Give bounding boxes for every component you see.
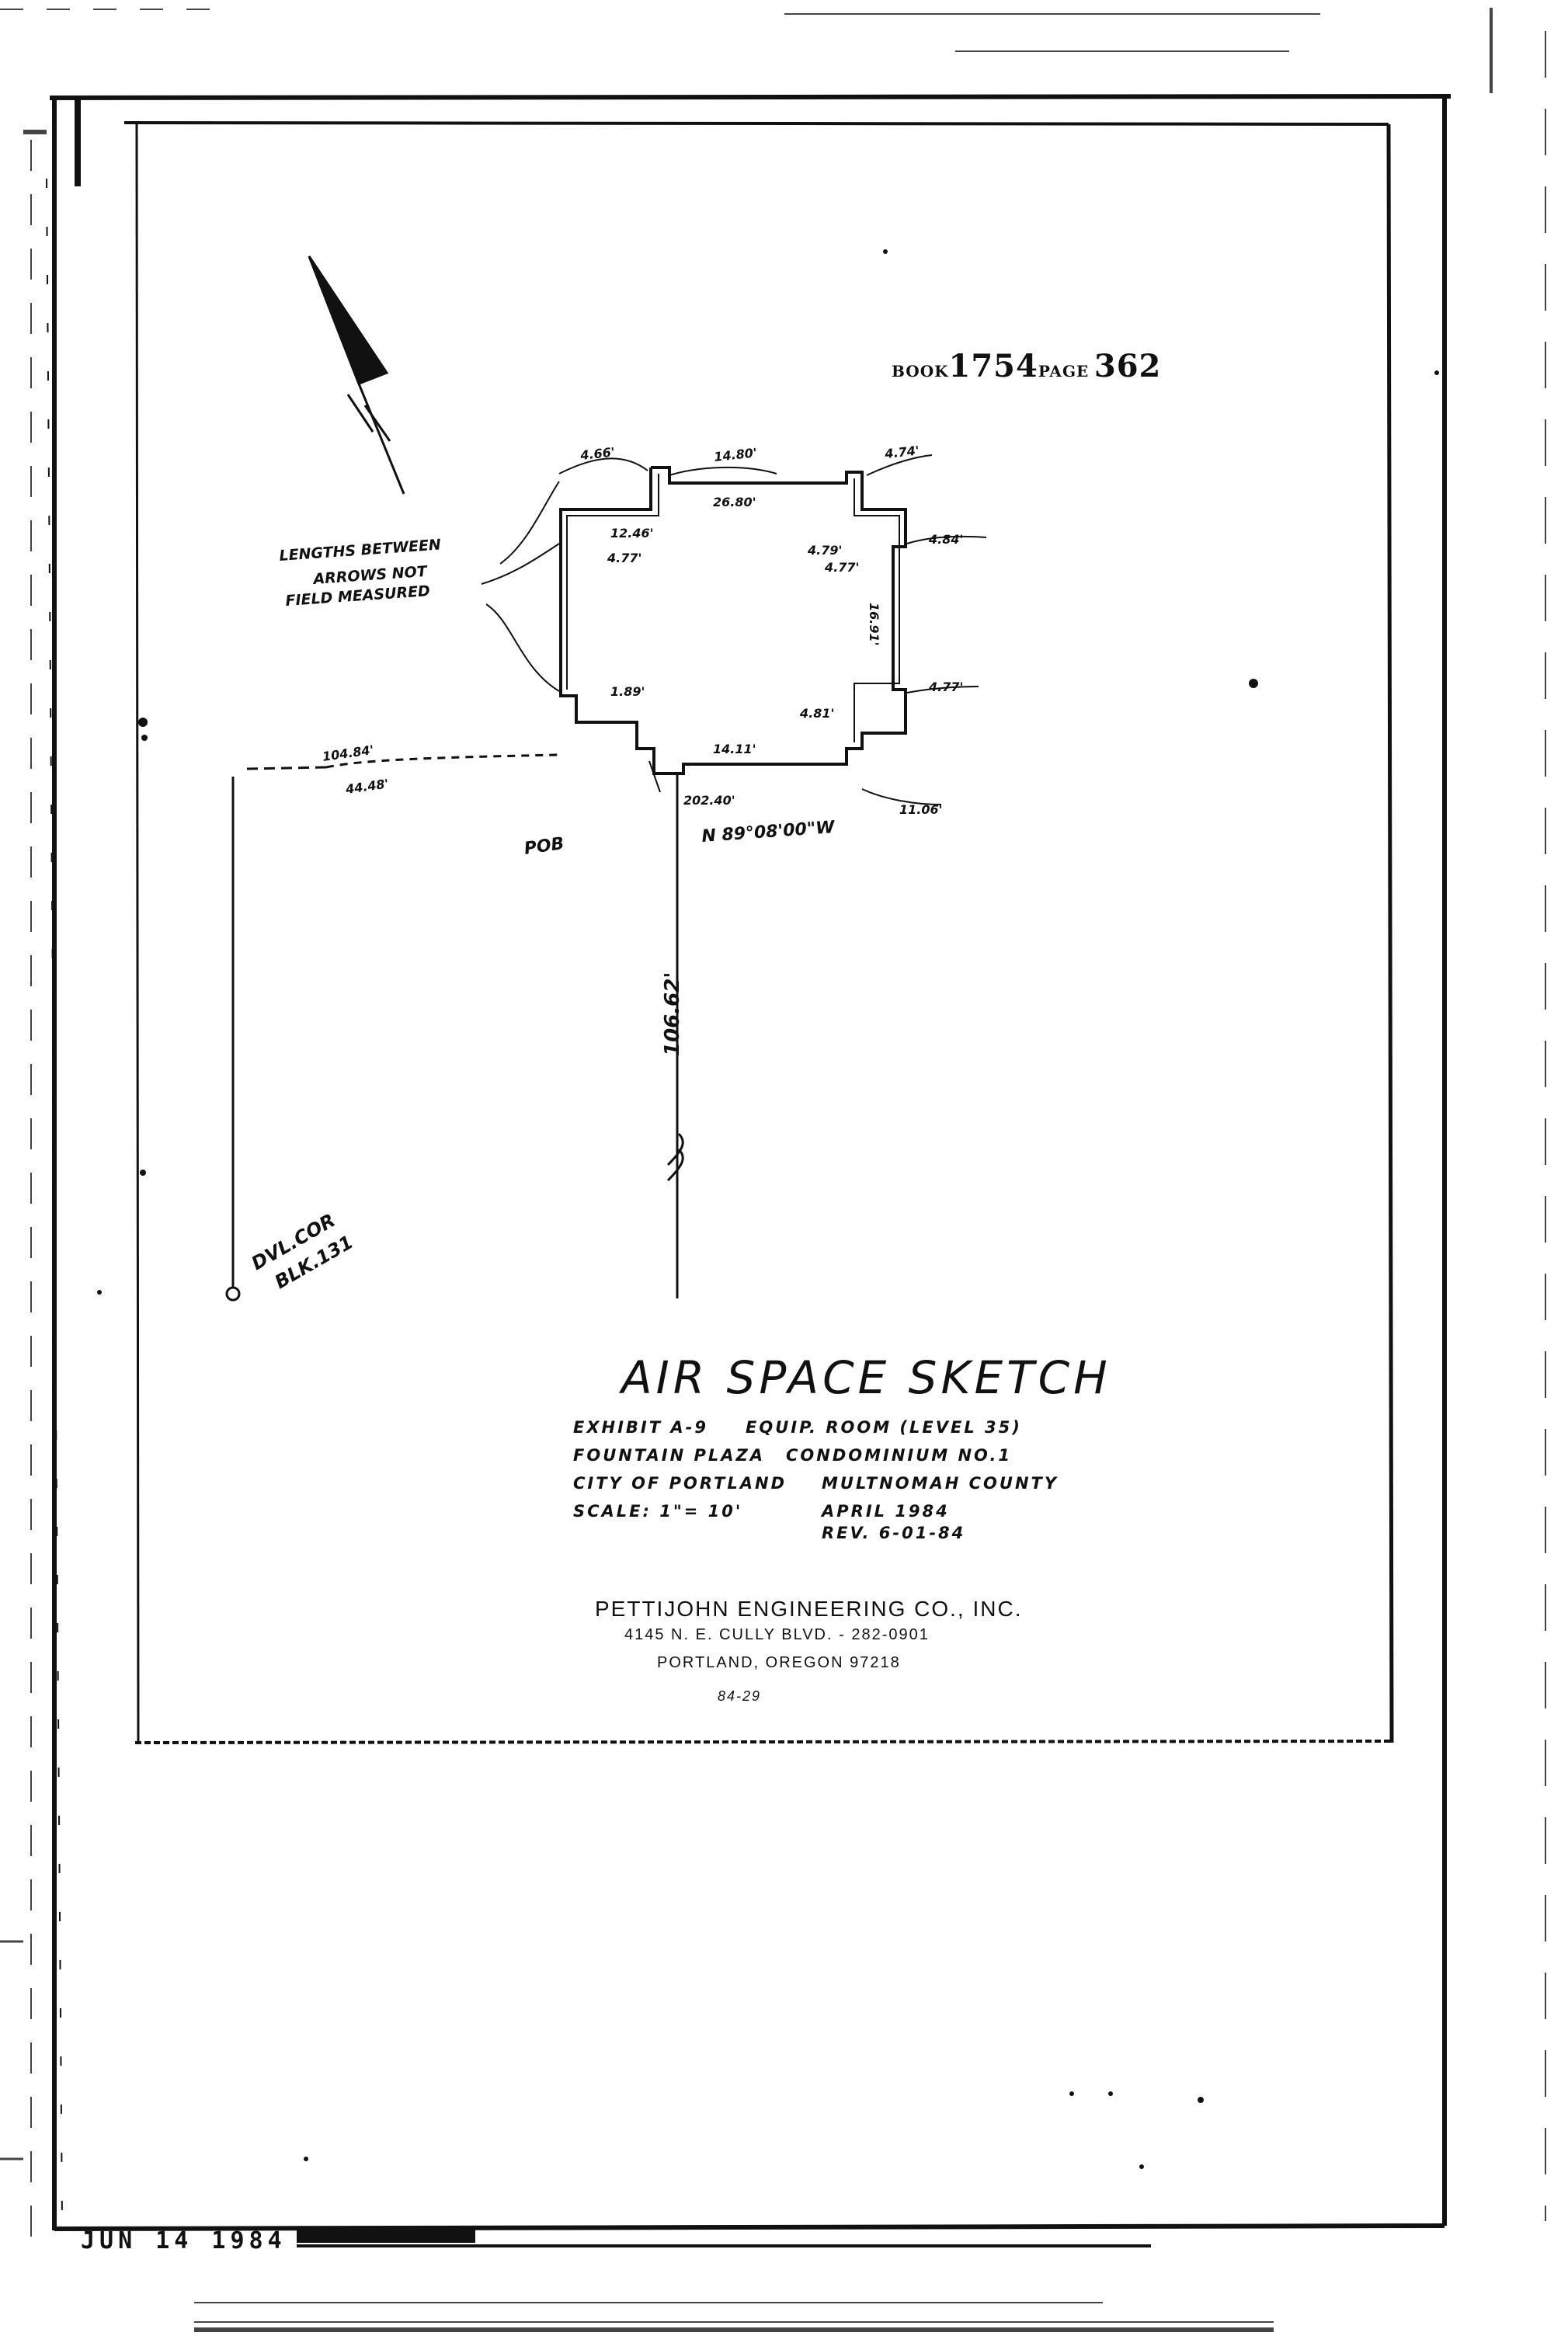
dimension-labels: 4.66' 14.80' 26.80' 4.74' 12.46' 4.77' 4… xyxy=(322,443,963,817)
title-line1-right: EQUIP. ROOM (LEVEL 35) xyxy=(746,1418,1022,1437)
north-arrow xyxy=(308,255,405,495)
dim-right-side: 16.91' xyxy=(867,603,881,646)
outer-border xyxy=(46,94,1452,2231)
title-line2-left: FOUNTAIN PLAZA xyxy=(573,1446,765,1465)
stamp-bar xyxy=(297,2229,1151,2247)
dim-bottom-inner: 202.40' xyxy=(683,793,735,808)
page-number: 362 xyxy=(1093,348,1162,384)
dim-right-upper: 4.79' xyxy=(807,543,842,558)
dim-bottom-right: 4.81' xyxy=(799,706,834,721)
title-line2-right: CONDOMINIUM NO.1 xyxy=(786,1446,1013,1465)
bearing-label: N 89°08'00"W xyxy=(701,818,836,846)
left-tie-line xyxy=(225,753,560,1302)
title-line3-left: CITY OF PORTLAND xyxy=(573,1474,787,1493)
job-number: 84-29 xyxy=(718,1688,762,1704)
title-line4-left: SCALE: 1"= 10' xyxy=(573,1502,743,1521)
dim-top-right: 4.74' xyxy=(883,443,920,461)
air-space-outline xyxy=(559,466,907,793)
firm-city: PORTLAND, OREGON 97218 xyxy=(657,1654,901,1671)
dim-bottom-mid: 14.11' xyxy=(713,742,756,756)
recording-date-stamp: JUN 14 1984 xyxy=(81,2227,287,2254)
dim-right-upper2: 4.77' xyxy=(824,560,859,575)
scan-edge-marks xyxy=(0,8,1546,2332)
book-number: 1754 xyxy=(948,348,1038,384)
title-line5-right: REV. 6-01-84 xyxy=(822,1524,966,1542)
title-line1-left: EXHIBIT A-9 xyxy=(573,1418,708,1437)
dim-left-tie-1: 104.84' xyxy=(322,742,375,764)
dim-right-low: 4.77' xyxy=(928,680,963,694)
sketch-title: AIR SPACE SKETCH xyxy=(621,1351,1111,1404)
book-page-reference: BOOK1754PAGE 362 xyxy=(892,348,1161,384)
inner-frame xyxy=(123,121,1394,1745)
dim-right-far: 4.84' xyxy=(928,532,963,547)
distance-label: 106.62' xyxy=(661,972,684,1056)
dim-left-tie-2: 44.48' xyxy=(344,776,390,797)
field-note: LENGTHS BETWEEN ARROWS NOT FIELD MEASURE… xyxy=(279,536,442,610)
dim-bottom-far: 11.06' xyxy=(899,802,943,817)
south-tie-line xyxy=(666,773,684,1298)
pob-label: POB xyxy=(523,834,565,859)
dim-left-low: 4.77' xyxy=(607,551,641,565)
dimension-arrows xyxy=(558,454,987,805)
book-prefix: BOOK xyxy=(892,362,949,381)
dim-left-inner: 12.46' xyxy=(610,526,654,541)
firm-address: 4145 N. E. CULLY BLVD. - 282-0901 xyxy=(624,1626,930,1643)
dim-top-mid: 14.80' xyxy=(713,445,757,464)
firm-name: PETTIJOHN ENGINEERING CO., INC. xyxy=(595,1597,1023,1621)
note-line-1: LENGTHS BETWEEN xyxy=(279,536,442,565)
dim-top-inner: 26.80' xyxy=(713,495,756,509)
title-line3-right: MULTNOMAH COUNTY xyxy=(822,1474,1059,1493)
dim-bottom-left: 1.89' xyxy=(610,684,645,699)
note-leaders xyxy=(481,481,560,692)
scan-specks xyxy=(97,249,1439,2169)
title-line4-right: APRIL 1984 xyxy=(822,1502,950,1521)
dim-top-left: 4.66' xyxy=(579,444,615,463)
page-prefix: PAGE xyxy=(1038,362,1090,381)
note-line-3: FIELD MEASURED xyxy=(285,582,431,610)
